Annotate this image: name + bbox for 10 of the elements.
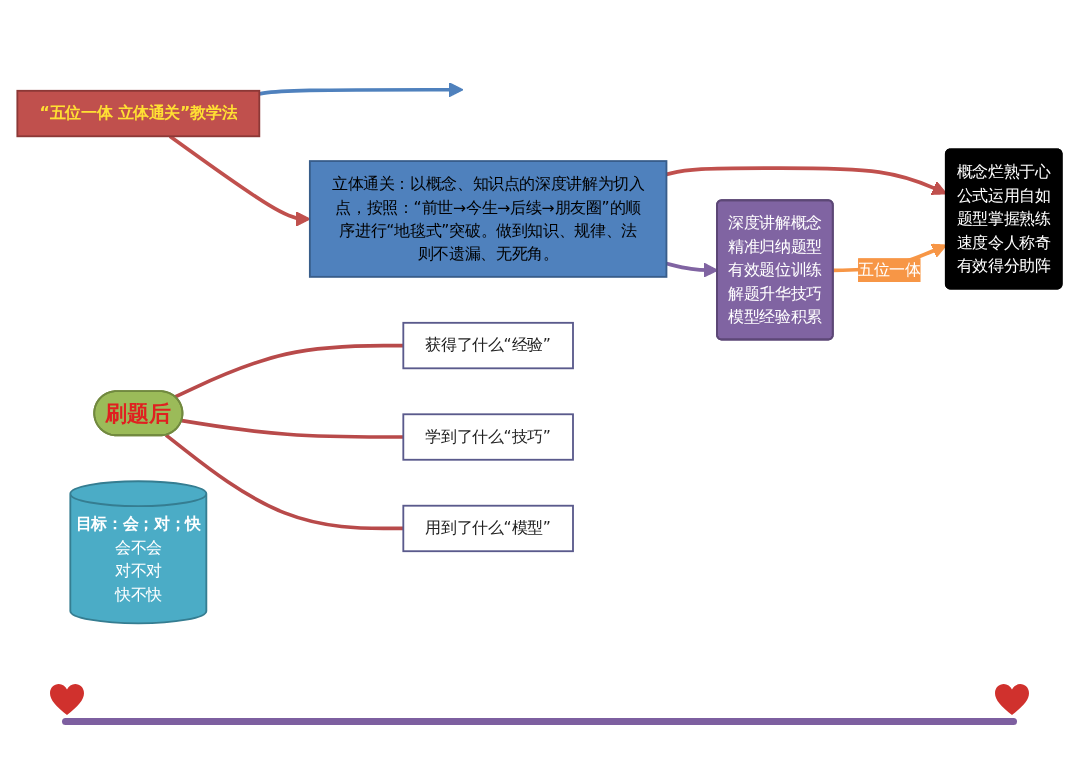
node-box: 学到了什么“技巧”	[402, 413, 574, 461]
node-box: 立体通关：以概念、知识点的深度讲解为切入点，按照：“前世→今生→后续→朋友圈”的顺序进行“地毯式”突破。做到知识、规律、法则不遗漏、无死角。	[308, 160, 668, 278]
connector	[181, 419, 404, 439]
arrow	[259, 82, 464, 98]
node-box: 用到了什么“模型”	[402, 504, 574, 553]
connector	[164, 433, 404, 531]
node-box: “五位一体 立体通关”教学法	[16, 90, 261, 138]
node-box: 获得了什么“经验”	[402, 322, 574, 370]
connector	[174, 343, 404, 399]
edge-label: 五位一体	[858, 260, 921, 279]
